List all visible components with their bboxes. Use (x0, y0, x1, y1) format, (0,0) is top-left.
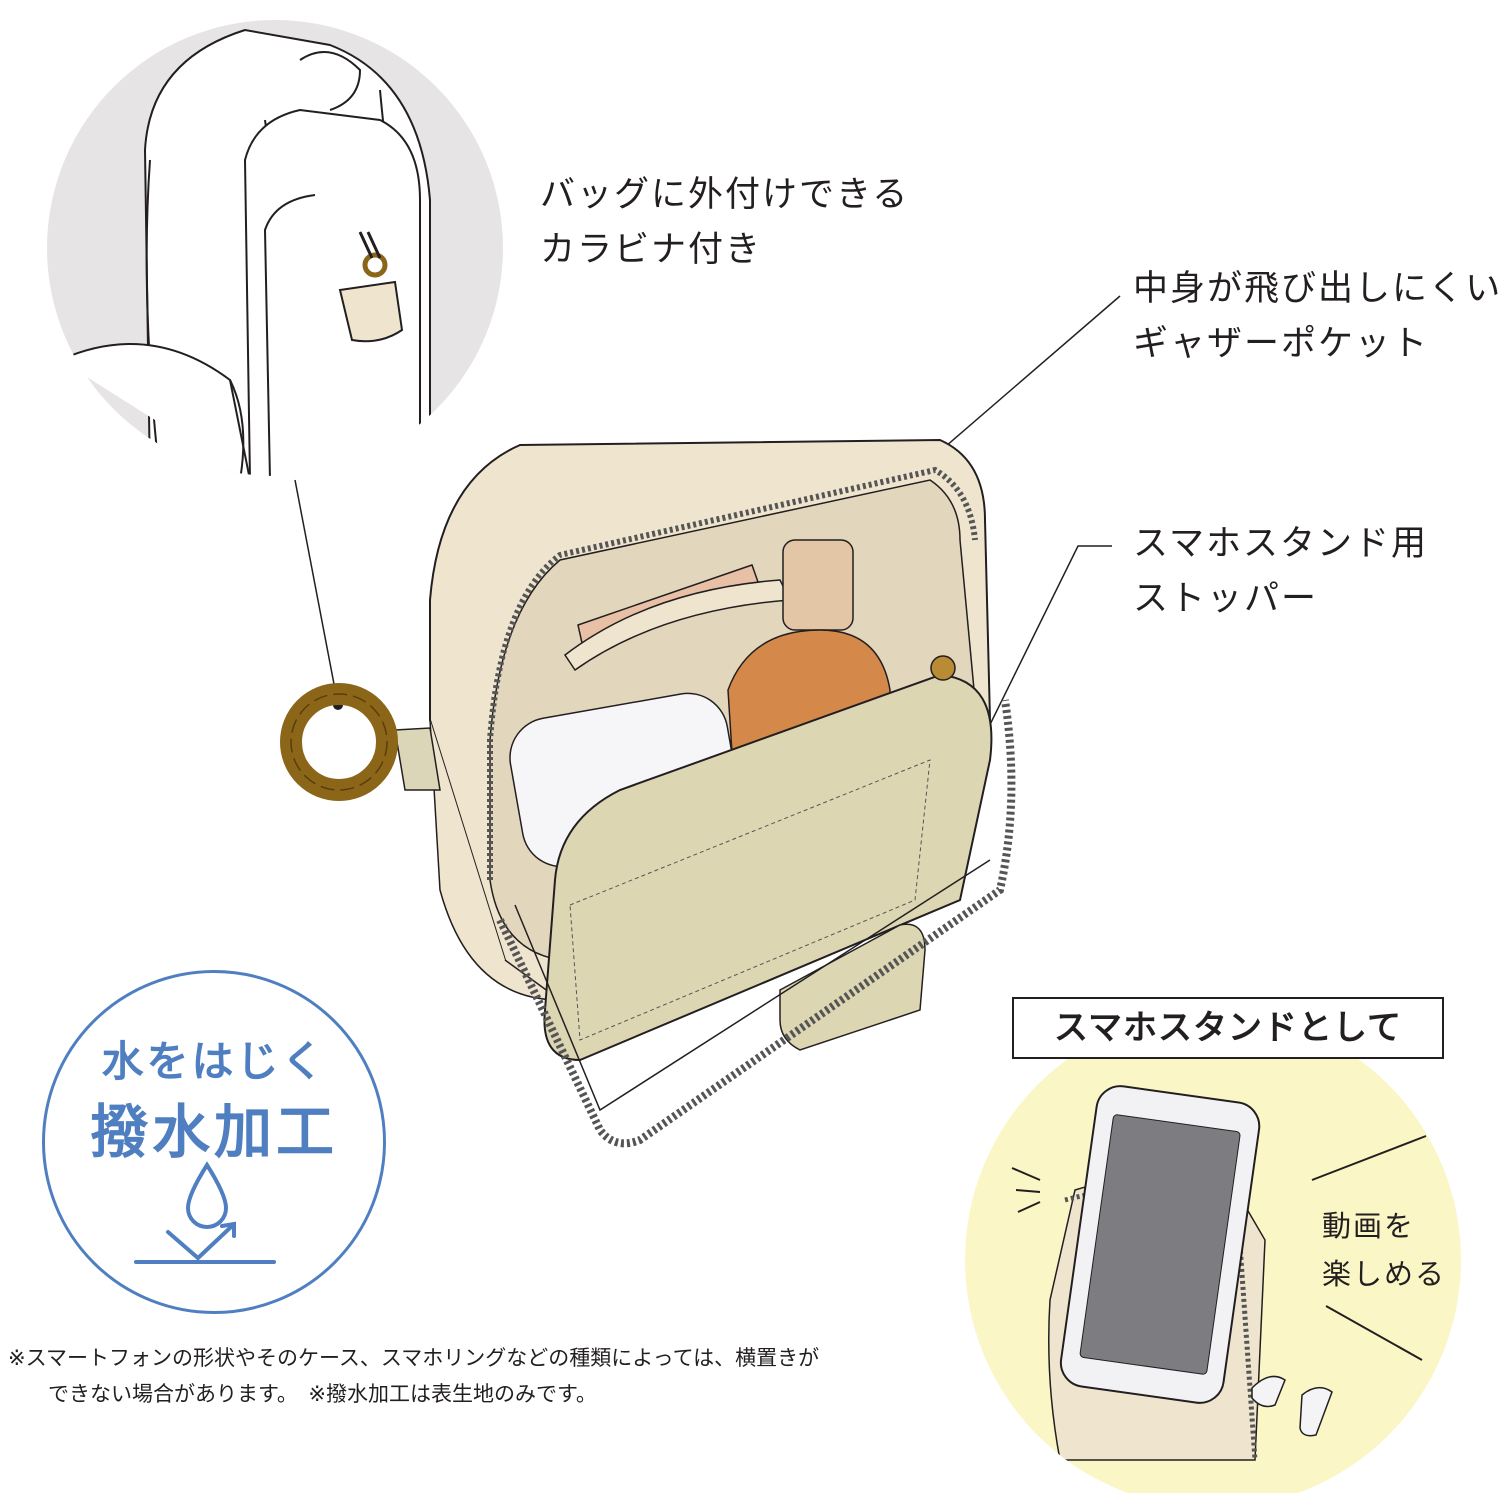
carabiner-ring-icon (280, 683, 398, 801)
carabiner-label-line2: カラビナ付き (540, 230, 763, 270)
footnote-line1: ※スマートフォンの形状やそのケース、スマホリングなどの種類によっては、横置きが (8, 1346, 820, 1370)
footnote: ※スマートフォンの形状やそのケース、スマホリングなどの種類によっては、横置きが … (8, 1340, 819, 1412)
badge-line2: 撥水加工 (89, 1098, 338, 1166)
phone-stand-illustration (965, 1012, 1461, 1493)
pouch-illustration (280, 438, 1016, 1148)
carabiner-label-line1: バッグに外付けできる (540, 175, 910, 215)
gather-pocket-label: 中身が飛び出しにくい ギャザーポケット (1133, 262, 1500, 372)
motion-lines-icon (1011, 1135, 1427, 1361)
stopper-label-line2: ストッパー (1133, 579, 1319, 619)
carabiner-label: バッグに外付けできる カラビナ付き (540, 168, 909, 278)
phone-stand-title: スマホスタンドとして (1012, 997, 1444, 1059)
mini-pouch-icon (338, 231, 404, 343)
badge-line1: 水をはじく (101, 1037, 327, 1086)
gather-pocket-label-line2: ギャザーポケット (1133, 324, 1430, 364)
stopper-label-line1: スマホスタンド用 (1133, 524, 1428, 564)
gather-pocket-label-line1: 中身が飛び出しにくい (1133, 269, 1500, 309)
stopper-label: スマホスタンド用 ストッパー (1133, 517, 1428, 627)
video-caption-line1: 動画を (1322, 1209, 1416, 1243)
water-repellent-badge: 水をはじく 撥水加工 (42, 970, 386, 1314)
backpack-detail-illustration (47, 20, 503, 476)
earbuds-icon (1251, 1375, 1333, 1437)
video-caption-line2: 楽しめる (1322, 1257, 1447, 1291)
front-pocket (543, 673, 993, 1062)
video-caption: 動画を 楽しめる (1322, 1202, 1446, 1298)
smartphone-icon (1059, 1085, 1261, 1404)
footnote-line2: できない場合があります。 ※撥水加工は表生地のみです。 (48, 1382, 597, 1406)
